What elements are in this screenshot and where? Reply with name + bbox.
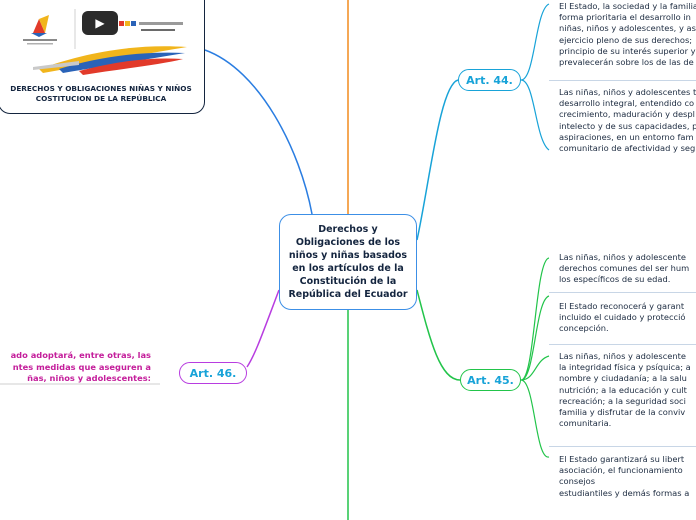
art44-label: Art. 44. — [466, 73, 513, 87]
art45-leaf-4[interactable]: El Estado garantizará su libert asociaci… — [559, 454, 690, 498]
link-to-video — [204, 49, 313, 215]
play-button[interactable]: ▶ — [82, 11, 118, 35]
art44-leaf-divider — [549, 80, 696, 81]
central-topic-title: Derechos y Obligaciones de los niños y n… — [288, 224, 408, 300]
flag-brush-icon — [33, 46, 187, 75]
art44-leaf-1[interactable]: El Estado, la sociedad y la familia form… — [559, 1, 696, 68]
art46-node[interactable]: Art. 46. — [179, 362, 247, 384]
art45-leaf-divider-2 — [549, 344, 696, 345]
video-node[interactable]: ▶ DERECHOS Y OBLIGACIONES NIÑAS Y NIÑOS … — [0, 0, 205, 114]
link-to-art45 — [416, 289, 461, 381]
art44-leaf-brace — [520, 3, 550, 151]
art45-leaf-2[interactable]: El Estado reconocerá y garant incluido e… — [559, 301, 686, 334]
central-topic[interactable]: Derechos y Obligaciones de los niños y n… — [279, 214, 417, 310]
art46-leaf[interactable]: ado adoptará, entre otras, las ntes medi… — [10, 350, 151, 383]
link-to-art44 — [416, 79, 459, 241]
play-icon: ▶ — [95, 16, 105, 30]
art45-leaf-divider-1 — [549, 292, 696, 293]
art44-leaf-2[interactable]: Las niñas, niños y adolescentes t desarr… — [559, 87, 696, 154]
video-thumbnail — [23, 9, 187, 75]
art45-node[interactable]: Art. 45. — [460, 369, 521, 391]
art45-leaf-brace — [520, 257, 550, 458]
art44-node[interactable]: Art. 44. — [458, 69, 521, 91]
art45-label: Art. 45. — [467, 373, 514, 387]
art45-leaf-3[interactable]: Las niñas, niños y adolescente la integr… — [559, 351, 691, 429]
art45-leaf-divider-3 — [549, 446, 696, 447]
assembly-logo-icon — [23, 15, 57, 45]
art46-label: Art. 46. — [189, 366, 237, 380]
art45-leaf-1[interactable]: Las niñas, niños y adolescente derechos … — [559, 252, 690, 285]
constitution-logo-icon — [119, 21, 183, 31]
video-title: DERECHOS Y OBLIGACIONES NIÑAS Y NIÑOS CO… — [10, 84, 192, 103]
link-to-art46 — [246, 289, 280, 368]
